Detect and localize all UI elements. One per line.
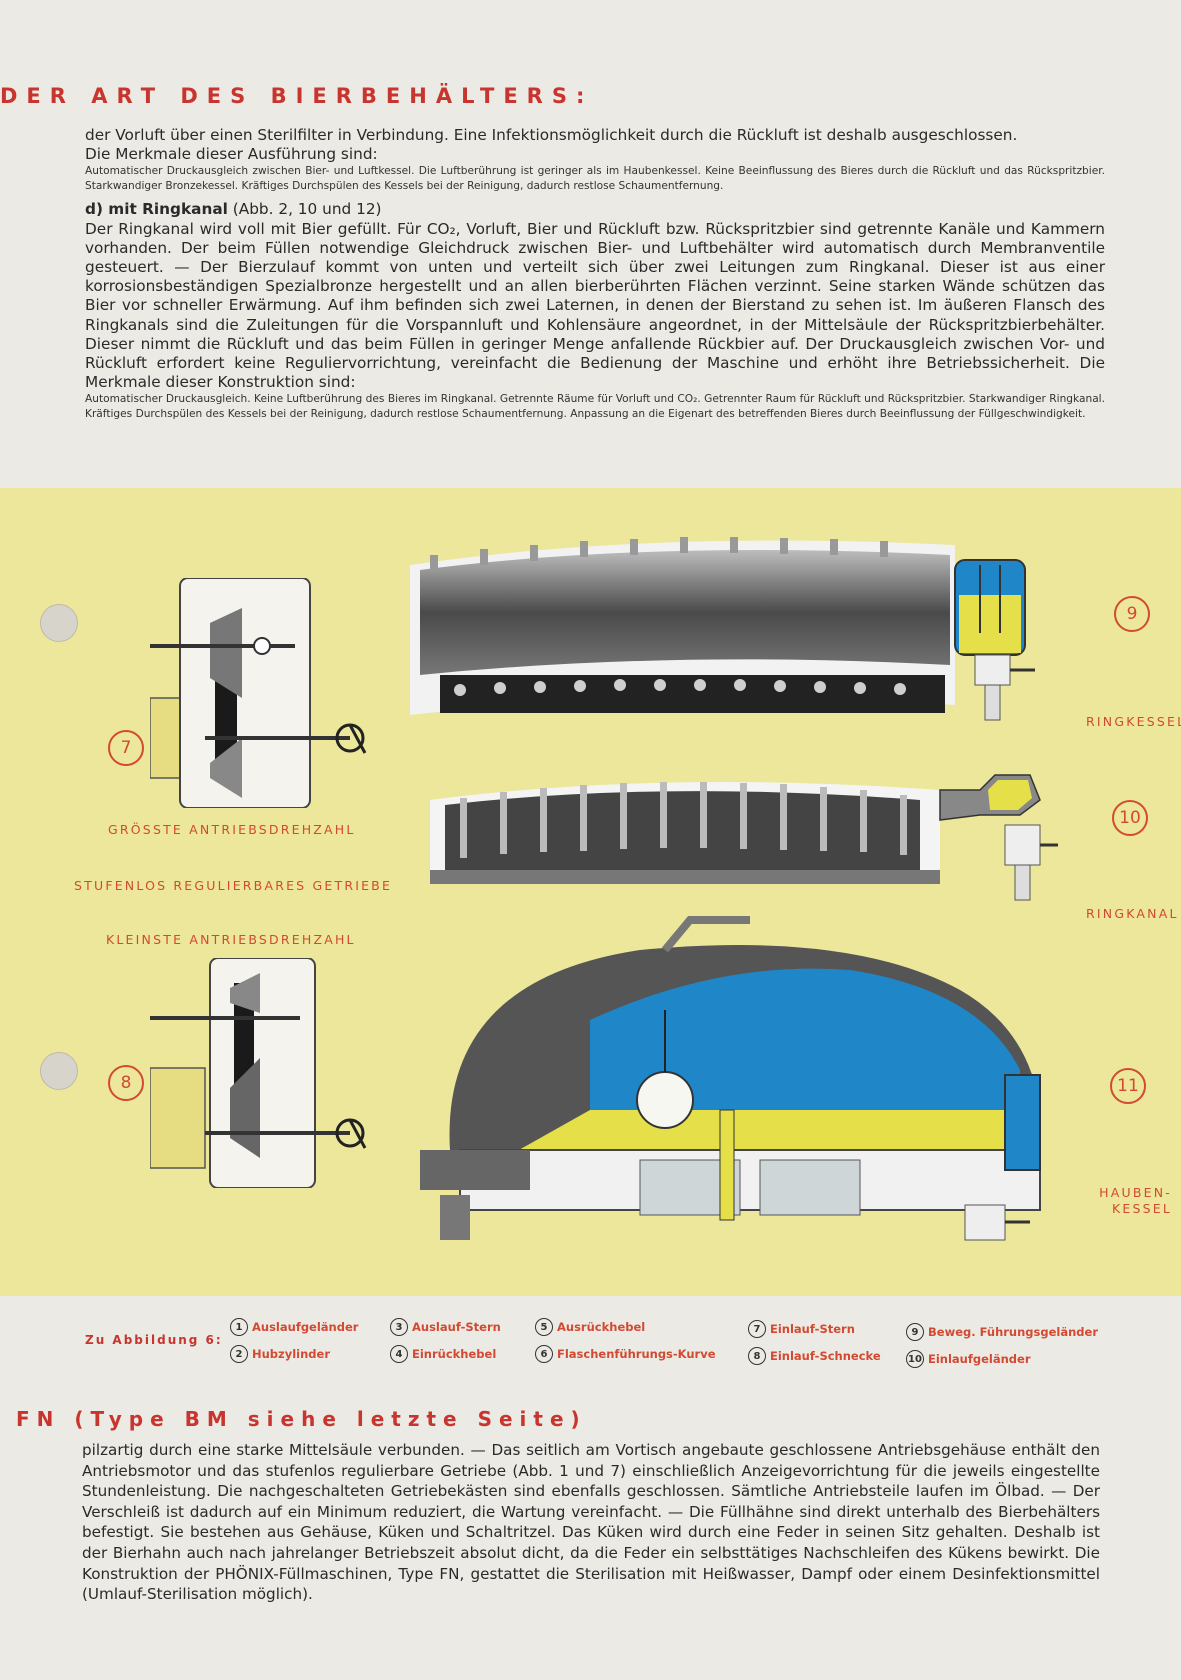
- para2: Der Ringkanal wird voll mit Bier gefüllt…: [85, 219, 1105, 392]
- legend-label: Einrückhebel: [412, 1347, 497, 1361]
- legend-number: 9: [906, 1323, 924, 1341]
- label-haubenkessel: HAUBEN- KESSEL: [1082, 1185, 1172, 1217]
- legend-label: Flaschenführungs-Kurve: [557, 1347, 716, 1361]
- gearbox-min-speed-illustration: [150, 958, 367, 1188]
- label-max-speed: GRÖSSTE ANTRIEBSDREHZAHL: [108, 822, 356, 837]
- legend-item: 4 Einrückhebel: [390, 1345, 496, 1363]
- legend-item: 5 Ausrückhebel: [535, 1318, 645, 1336]
- legend-label: Auslauf-Stern: [412, 1320, 501, 1334]
- legend-number: 3: [390, 1318, 408, 1336]
- ring-kettle-illustration: [410, 537, 1035, 721]
- figure-7-number: 7: [108, 730, 144, 766]
- legend-number: 2: [230, 1345, 248, 1363]
- legend-number: 8: [748, 1347, 766, 1365]
- legend-label: Ausrückhebel: [557, 1320, 646, 1334]
- label-min-speed: KLEINSTE ANTRIEBSDREHZAHL: [106, 932, 356, 947]
- legend-number: 6: [535, 1345, 553, 1363]
- legend-title: Zu Abbildung 6:: [85, 1333, 223, 1347]
- figure-9-number: 9: [1114, 596, 1150, 632]
- lower-text-block: pilzartig durch eine starke Mittelsäule …: [82, 1440, 1100, 1605]
- label-hauben-line1: HAUBEN-: [1099, 1185, 1172, 1200]
- legend-label: Hubzylinder: [252, 1347, 331, 1361]
- section-header-bottom: FN (Type BM siehe letzte Seite): [16, 1407, 587, 1431]
- punch-hole-lower: [40, 1052, 78, 1090]
- para3: pilzartig durch eine starke Mittelsäule …: [82, 1441, 1100, 1604]
- legend-label: Beweg. Führungsgeländer: [928, 1325, 1098, 1339]
- legend-item: 9 Beweg. Führungsgeländer: [906, 1323, 1098, 1341]
- para1-features: Automatischer Druckausgleich zwischen Bi…: [85, 165, 1105, 193]
- label-ringkanal: RINGKANAL: [1086, 906, 1179, 921]
- subsection-heading-bold: d) mit Ringkanal: [85, 200, 228, 219]
- legend-item: 2 Hubzylinder: [230, 1345, 330, 1363]
- label-stufenlos: STUFENLOS REGULIERBARES GETRIEBE: [74, 878, 393, 893]
- legend-item: 10 Einlaufgeländer: [906, 1350, 1031, 1368]
- para1-line2: Die Merkmale dieser Ausführung sind:: [85, 145, 378, 164]
- legend-number: 10: [906, 1350, 924, 1368]
- legend-item: 1 Auslaufgeländer: [230, 1318, 358, 1336]
- figure-11-number: 11: [1110, 1068, 1146, 1104]
- label-hauben-line2: KESSEL: [1111, 1201, 1172, 1216]
- dome-kettle-illustration: [420, 916, 1041, 1241]
- para1-line1: der Vorluft über einen Sterilfilter in V…: [85, 126, 1018, 144]
- ring-channel-illustration: [430, 774, 1058, 901]
- punch-hole-upper: [40, 604, 78, 642]
- legend-item: 7 Einlauf-Stern: [748, 1320, 855, 1338]
- legend-number: 5: [535, 1318, 553, 1336]
- legend-number: 4: [390, 1345, 408, 1363]
- figure-10-number: 10: [1112, 800, 1148, 836]
- legend-label: Einlauf-Stern: [770, 1322, 855, 1336]
- legend-number: 1: [230, 1318, 248, 1336]
- gearbox-max-speed-illustration: [150, 578, 367, 808]
- upper-text-block: der Vorluft über einen Sterilfilter in V…: [85, 126, 1105, 422]
- subsection-heading: d) mit Ringkanal (Abb. 2, 10 und 12): [85, 200, 1105, 219]
- legend-item: 3 Auslauf-Stern: [390, 1318, 501, 1336]
- legend-item: 6 Flaschenführungs-Kurve: [535, 1345, 716, 1363]
- section-header-top: DER ART DES BIERBEHÄLTERS:: [0, 84, 594, 108]
- legend-label: Einlaufgeländer: [928, 1352, 1031, 1366]
- legend-item: 8 Einlauf-Schnecke: [748, 1347, 881, 1365]
- legend-number: 7: [748, 1320, 766, 1338]
- legend-label: Einlauf-Schnecke: [770, 1349, 881, 1363]
- label-ringkessel: RINGKESSEL: [1086, 714, 1181, 729]
- figure-8-number: 8: [108, 1065, 144, 1101]
- legend-label: Auslaufgeländer: [252, 1320, 359, 1334]
- subsection-heading-ref: (Abb. 2, 10 und 12): [227, 200, 382, 219]
- para2-features: Automatischer Druckausgleich. Keine Luft…: [85, 393, 1105, 421]
